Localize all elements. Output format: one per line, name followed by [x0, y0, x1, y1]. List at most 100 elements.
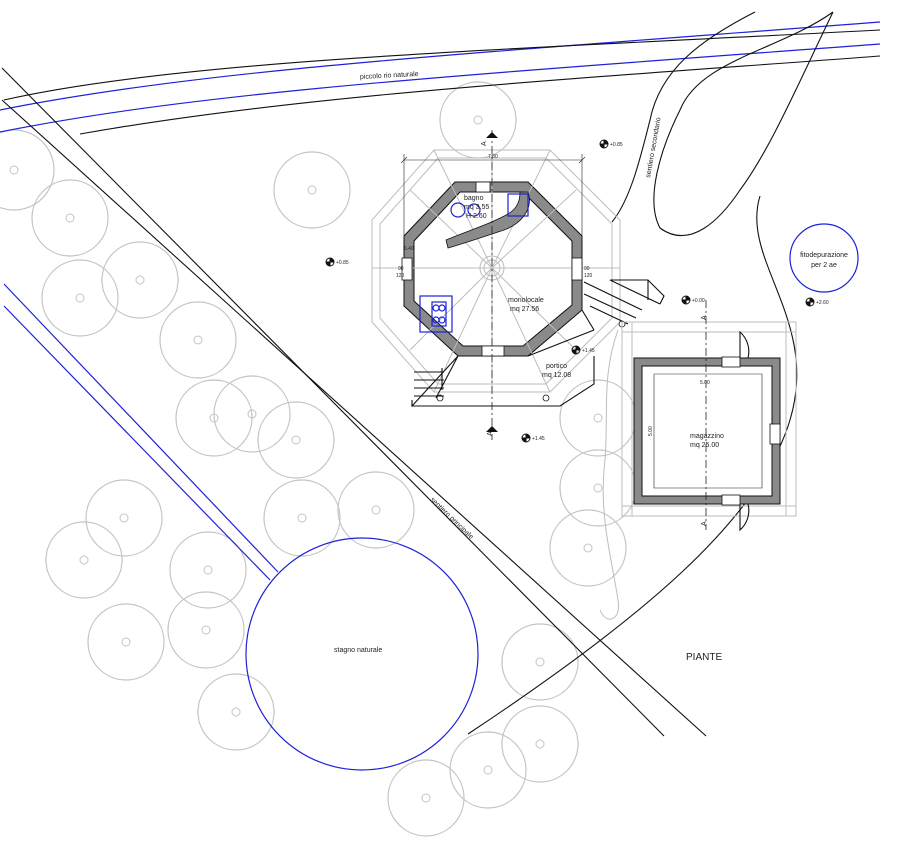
tree-canopy	[41, 259, 119, 337]
dim-label: 90	[584, 266, 590, 272]
main-path-edge-upper	[1, 67, 665, 737]
pond-outline	[245, 537, 479, 771]
section-mark: A	[701, 521, 708, 526]
store-door-bottom	[721, 494, 741, 506]
tree-canopy	[87, 603, 165, 681]
tree-canopy	[387, 759, 465, 837]
tree-canopy	[45, 521, 123, 599]
kitchen-hob	[431, 301, 447, 327]
tree-centers	[9, 115, 603, 803]
tree-canopy	[0, 129, 55, 211]
elevation-label: +1.45	[532, 436, 545, 442]
tree-canopy	[167, 591, 245, 669]
tree-canopy	[449, 731, 527, 809]
secondary-path-left	[611, 11, 756, 223]
living-name-label: monolocale	[508, 297, 544, 304]
dim-label: 90	[398, 266, 404, 272]
kitchen-counter	[419, 295, 453, 333]
elevation-marker: +1.45	[521, 433, 545, 443]
door-swing-top	[739, 330, 750, 359]
dim-label: 120	[396, 273, 405, 279]
main-path: sentiero principale	[1, 67, 707, 737]
elevation-marker: +0.00	[681, 295, 705, 305]
door-swing-bottom	[739, 503, 750, 532]
toilet-icon	[450, 202, 466, 218]
pond: stagno naturale	[245, 537, 479, 771]
tree-canopy	[169, 531, 247, 609]
tree-canopy	[501, 623, 579, 701]
elevation-marker: +0.85	[599, 139, 623, 149]
tree-canopy	[501, 705, 579, 783]
dim-label: 7.80	[488, 154, 498, 160]
porch-outline	[412, 356, 595, 407]
storehouse: 5.00 5.00 magazzino mq 25.00 A A	[621, 300, 797, 532]
store-name-label: magazzino	[690, 433, 724, 440]
living-area-label: mq 27.56	[510, 306, 539, 313]
elevation-marker: +0.85	[325, 257, 349, 267]
porch-name-label: portico	[546, 363, 567, 370]
section-mark: A	[701, 315, 708, 320]
shower-tray	[507, 193, 529, 217]
ditch-lower	[3, 305, 271, 581]
phyto-label-line2: per 2 ae	[811, 262, 837, 269]
octagonal-house: bagno mq 3.55 H 2.60 monolocale mq 27.56…	[371, 130, 665, 440]
store-door-top	[721, 356, 741, 368]
tree-canopy	[559, 449, 637, 527]
kitchen-block	[419, 295, 453, 333]
boundary-line-top	[3, 29, 881, 101]
bath-name-label: bagno	[464, 195, 484, 202]
dim-label: 6.40	[404, 246, 414, 252]
pond-label: stagno naturale	[334, 647, 382, 654]
tree-canopy	[273, 151, 351, 229]
elevation-label: +2.60	[816, 300, 829, 306]
porch-edge	[527, 329, 595, 357]
phyto-label-line1: fitodepurazione	[800, 252, 848, 259]
stream-bank-upper	[0, 21, 881, 111]
tree-canopy	[101, 241, 179, 319]
tree-canopy	[549, 509, 627, 587]
porch-left-edge	[410, 355, 459, 407]
tree-canopy	[85, 479, 163, 557]
elevation-label: +1.45	[582, 348, 595, 354]
elevation-markers: +0.85 +0.85 +0.00 +1.45	[325, 139, 829, 443]
elevation-label: +0.85	[610, 142, 623, 148]
main-path-label: sentiero principale	[429, 496, 475, 541]
section-mark: A	[481, 141, 488, 146]
dim-label: 120	[584, 273, 593, 279]
stream: piccolo rio naturale	[0, 21, 881, 133]
store-window-right	[769, 423, 781, 445]
tree-canopy	[197, 673, 275, 751]
porch: portico mq 12.08	[410, 279, 665, 407]
terrain-curve-right	[467, 195, 798, 735]
tree-canopy	[257, 401, 335, 479]
window-openings	[401, 181, 583, 357]
bath-height-label: H 2.60	[466, 213, 487, 220]
store-inner-line	[653, 373, 763, 489]
main-path-edge-lower	[1, 99, 707, 737]
elevation-marker: +2.60	[805, 297, 829, 307]
tree-canopy	[263, 479, 341, 557]
tree-canopy	[439, 81, 517, 159]
sink-icon	[467, 203, 481, 217]
boundary-line-second	[79, 55, 881, 135]
ditch-upper	[3, 283, 279, 573]
porch-steps-left	[414, 368, 444, 397]
terrain-contour	[599, 329, 620, 620]
section-mark: A	[487, 431, 494, 436]
tree-canopy	[31, 179, 109, 257]
tree-canopy	[559, 379, 637, 457]
trees-layer	[0, 81, 637, 837]
tree-canopy	[159, 301, 237, 379]
elevation-marker: +1.45	[571, 345, 595, 355]
plants-label: PIANTE	[686, 652, 722, 663]
section-axis-house: A A	[481, 130, 498, 440]
phytodepuration: fitodepurazione per 2 ae	[789, 223, 859, 293]
store-area-label: mq 25.00	[690, 442, 719, 449]
secondary-path-label: sentiero secondario	[645, 117, 663, 178]
porch-steps-right	[583, 279, 665, 325]
dim-label: 5.00	[648, 426, 654, 436]
store-interior	[641, 365, 773, 497]
stream-bank-lower	[0, 43, 881, 133]
porch-edge	[581, 309, 595, 331]
